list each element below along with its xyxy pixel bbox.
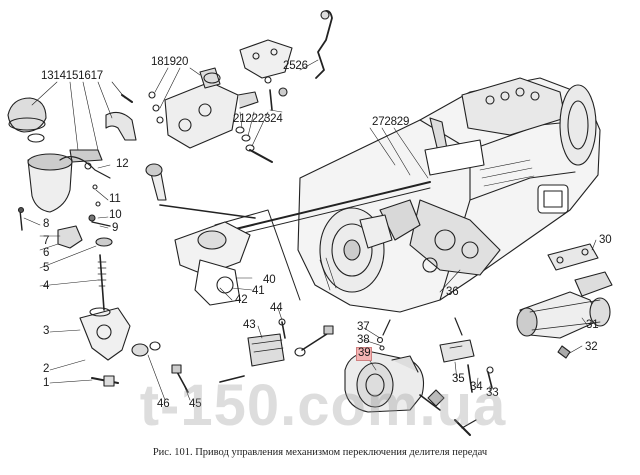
callout-42: 42	[235, 294, 248, 306]
callout-10: 10	[109, 209, 122, 221]
gearbox-housing	[297, 77, 601, 313]
leader-lines	[23, 59, 597, 401]
callout-38: 38	[357, 334, 370, 346]
callout-4: 4	[43, 280, 50, 292]
callout-43: 43	[243, 319, 256, 331]
split-cylinder-assembly	[344, 319, 477, 436]
callout-7: 7	[43, 235, 50, 247]
callout-2: 2	[43, 363, 50, 375]
callout-33: 33	[486, 387, 499, 399]
callout-30: 30	[599, 234, 612, 246]
watermark: t-150.com.ua	[139, 373, 507, 438]
callout-6: 6	[43, 247, 50, 259]
callout-11: 11	[109, 193, 121, 205]
callout-18-20: 181920	[151, 56, 189, 68]
callout-1: 1	[43, 377, 50, 389]
bracket-33-35	[439, 317, 494, 393]
callout-21-24: 21222324	[233, 113, 283, 125]
callout-40: 40	[263, 274, 276, 286]
fastener-group	[131, 318, 334, 393]
bracket-and-link	[239, 9, 333, 79]
callout-25-26: 2526	[283, 60, 308, 72]
callout-5: 5	[43, 262, 50, 274]
callout-41: 41	[252, 285, 265, 297]
left-parts-column	[7, 94, 137, 387]
shift-lever-assembly	[145, 163, 251, 306]
callout-44: 44	[270, 302, 283, 314]
figure-caption: Рис. 101. Привод управления механизмом п…	[152, 447, 488, 458]
callout-13-17: 1314151617	[41, 70, 103, 82]
callout-34: 34	[470, 381, 483, 393]
callout-3: 3	[43, 325, 50, 337]
cylinder-30-32	[516, 243, 613, 359]
callout-45: 45	[189, 398, 202, 410]
callout-8: 8	[43, 218, 50, 230]
callout-32: 32	[585, 341, 598, 353]
callout-9: 9	[112, 222, 119, 234]
callout-12: 12	[116, 158, 129, 170]
callout-46: 46	[157, 398, 170, 410]
callout-35: 35	[452, 373, 465, 385]
callout-36: 36	[446, 286, 459, 298]
valve-block	[148, 67, 288, 163]
callout-27-29: 272829	[372, 116, 410, 128]
callout-39-highlighted: 39	[356, 347, 373, 361]
callout-31: 31	[586, 319, 599, 331]
callout-37: 37	[357, 321, 370, 333]
